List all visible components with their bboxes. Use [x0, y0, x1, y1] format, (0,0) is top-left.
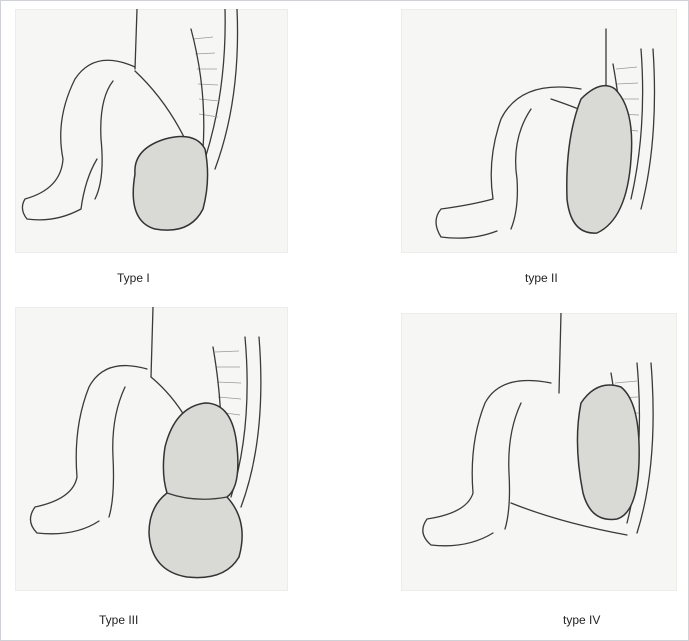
type-3-illustration: [15, 307, 288, 591]
type-1-illustration: [15, 9, 288, 253]
caption-type-4: type IV: [563, 613, 600, 627]
panel-type-3: [15, 307, 288, 591]
type-4-illustration: [401, 313, 677, 591]
mass-shape: [577, 385, 639, 519]
caption-type-2: type II: [525, 271, 558, 285]
panel-type-1: [15, 9, 288, 253]
panel-type-2: [401, 9, 677, 253]
caption-type-1: Type I: [117, 271, 150, 285]
mass-shape: [133, 137, 207, 231]
panel-type-4: [401, 313, 677, 591]
mass-shape: [149, 403, 242, 578]
caption-type-3: Type III: [99, 613, 138, 627]
type-2-illustration: [401, 9, 677, 253]
